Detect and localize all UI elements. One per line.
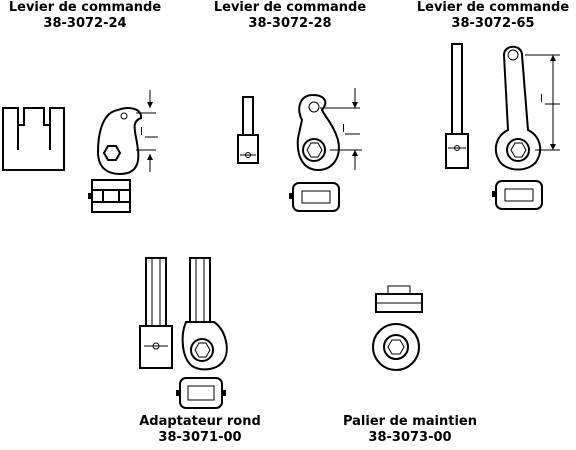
lever-24-front-view	[96, 107, 142, 176]
dimension-label-l: l	[140, 125, 143, 138]
hex-socket-icon	[102, 145, 122, 161]
caption-lever-24: Levier de commande 38-3072-24	[0, 0, 170, 32]
caption-bearing: Palier de maintien 38-3073-00	[310, 414, 510, 446]
caption-title: Palier de maintien	[342, 414, 478, 429]
bearing-top-view	[375, 285, 423, 313]
lever-28-front-view	[296, 93, 340, 172]
adapter-side-view	[139, 257, 173, 369]
adapter-front-view	[181, 257, 228, 371]
caption-adapter: Adaptateur rond 38-3071-00	[100, 414, 300, 446]
caption-part-number: 38-3072-24	[43, 16, 127, 31]
caption-part-number: 38-3071-00	[158, 430, 242, 445]
lever-24-dimension: l	[136, 90, 158, 172]
lever-65-dimension: l	[525, 54, 560, 151]
dimension-label-l: l	[342, 122, 345, 135]
lever-28-dimension: l	[320, 88, 362, 170]
caption-lever-65: Levier de commande 38-3072-65	[410, 0, 576, 32]
lever-65-front-view	[494, 45, 542, 171]
lever-65-side-view	[445, 43, 469, 169]
caption-title: Levier de commande	[213, 0, 367, 15]
dimension-label-l: l	[540, 92, 543, 105]
lever-28-side-view	[237, 96, 259, 164]
caption-title: Adaptateur rond	[139, 414, 261, 429]
lever-24-side-view	[2, 107, 65, 171]
caption-part-number: 38-3073-00	[368, 430, 452, 445]
adapter-top-view	[176, 377, 226, 409]
lever-65-top-view	[492, 180, 543, 210]
lever-24-top-view	[88, 179, 131, 213]
lever-28-top-view	[289, 182, 340, 212]
caption-lever-28: Levier de commande 38-3072-28	[200, 0, 380, 32]
caption-title: Levier de commande	[8, 0, 162, 15]
caption-title: Levier de commande	[416, 0, 570, 15]
bearing-front-view	[372, 323, 420, 371]
caption-part-number: 38-3072-65	[451, 16, 535, 31]
caption-part-number: 38-3072-28	[248, 16, 332, 31]
